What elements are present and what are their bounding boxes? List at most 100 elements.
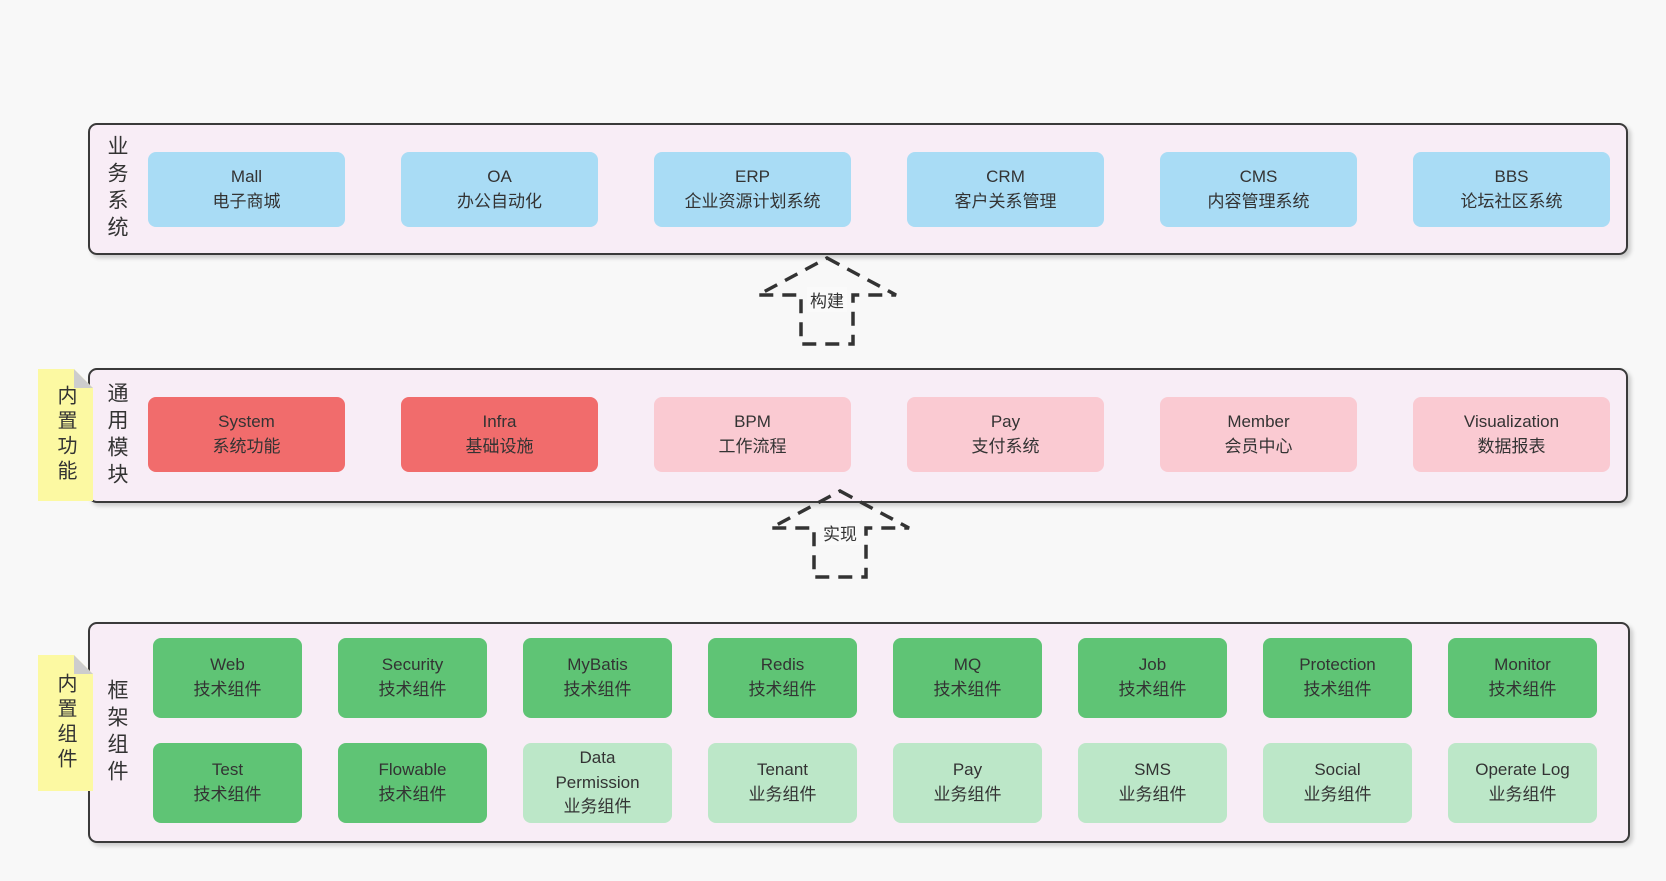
box-bbs: BBS 论坛社区系统 (1413, 152, 1610, 227)
box-sms: SMS 业务组件 (1078, 743, 1227, 823)
box-crm: CRM 客户关系管理 (907, 152, 1104, 227)
arrow-build: 构建 (752, 255, 902, 347)
up-arrow-icon (757, 256, 897, 346)
box-title: Flowable (378, 760, 447, 780)
box-oa: OA 办公自动化 (401, 152, 598, 227)
box-subtitle: 技术组件 (378, 785, 447, 804)
box-subtitle: 数据报表 (1477, 436, 1546, 456)
arrow-build-label: 构建 (807, 287, 847, 312)
box-title: Pay (952, 760, 983, 780)
common-modules-panel: 内置功能 通用模块 System 系统功能 Infra 基础设施 BPM 工作流… (88, 368, 1628, 503)
framework-components-panel: 内置组件 框架组件 Web 技术组件 Security 技术组件 MyBatis… (88, 622, 1630, 843)
box-title: Operate Log (1475, 760, 1570, 780)
box-title: Test (211, 760, 244, 780)
box-title: SMS (1134, 760, 1171, 780)
box-title: Data Permission (555, 748, 640, 792)
box-subtitle: 客户关系管理 (954, 191, 1057, 211)
box-subtitle: 业务组件 (1303, 785, 1372, 804)
folded-corner-icon (74, 369, 93, 388)
box-title: System (218, 411, 275, 431)
box-subtitle: 内容管理系统 (1207, 191, 1310, 211)
box-member: Member 会员中心 (1160, 397, 1357, 472)
box-subtitle: 技术组件 (563, 680, 632, 699)
box-mybatis: MyBatis 技术组件 (523, 638, 672, 718)
box-subtitle: 业务组件 (1118, 785, 1187, 804)
box-data-permission: Data Permission 业务组件 (523, 743, 672, 823)
components-row-1: Web 技术组件 Security 技术组件 MyBatis 技术组件 Redi… (153, 638, 1597, 718)
components-row-2: Test 技术组件 Flowable 技术组件 Data Permission … (153, 743, 1597, 823)
box-title: MyBatis (567, 655, 628, 675)
arrow-implement: 实现 (765, 488, 915, 580)
box-subtitle: 技术组件 (193, 785, 262, 804)
box-title: Monitor (1494, 655, 1551, 675)
box-erp: ERP 企业资源计划系统 (654, 152, 851, 227)
box-web: Web 技术组件 (153, 638, 302, 718)
box-subtitle: 技术组件 (1303, 680, 1372, 699)
box-security: Security 技术组件 (338, 638, 487, 718)
box-subtitle: 技术组件 (1488, 680, 1557, 699)
box-title: MQ (953, 655, 982, 675)
modules-boxes-row: System 系统功能 Infra 基础设施 BPM 工作流程 Pay 支付系统… (148, 397, 1610, 472)
business-panel-label: 业务系统 (105, 135, 128, 243)
box-title: CMS (1239, 166, 1278, 186)
box-subtitle: 会员中心 (1224, 436, 1293, 456)
box-title: Member (1227, 411, 1290, 431)
business-systems-panel: 业务系统 Mall 电子商城 OA 办公自动化 ERP 企业资源计划系统 CRM… (88, 123, 1628, 255)
box-bpm: BPM 工作流程 (654, 397, 851, 472)
box-title: Visualization (1463, 411, 1560, 431)
box-subtitle: 系统功能 (212, 436, 281, 456)
box-tenant: Tenant 业务组件 (708, 743, 857, 823)
box-infra: Infra 基础设施 (401, 397, 598, 472)
box-title: OA (487, 166, 512, 186)
box-title: Web (210, 655, 245, 675)
box-title: BBS (1494, 166, 1529, 186)
box-pay-system: Pay 支付系统 (907, 397, 1104, 472)
box-pay-component: Pay 业务组件 (893, 743, 1042, 823)
box-title: Tenant (756, 760, 809, 780)
box-subtitle: 工作流程 (718, 436, 787, 456)
box-subtitle: 技术组件 (748, 680, 817, 699)
box-title: Infra (482, 411, 517, 431)
box-mq: MQ 技术组件 (893, 638, 1042, 718)
box-title: ERP (735, 166, 770, 186)
components-panel-label: 框架组件 (105, 678, 128, 787)
box-flowable: Flowable 技术组件 (338, 743, 487, 823)
box-subtitle: 支付系统 (971, 436, 1040, 456)
box-redis: Redis 技术组件 (708, 638, 857, 718)
box-subtitle: 业务组件 (933, 785, 1002, 804)
box-subtitle: 办公自动化 (457, 191, 542, 211)
box-mall: Mall 电子商城 (148, 152, 345, 227)
business-boxes-row: Mall 电子商城 OA 办公自动化 ERP 企业资源计划系统 CRM 客户关系… (148, 152, 1610, 227)
builtin-components-sticky: 内置组件 (38, 655, 93, 791)
box-title: BPM (734, 411, 771, 431)
box-subtitle: 企业资源计划系统 (684, 191, 821, 211)
box-social: Social 业务组件 (1263, 743, 1412, 823)
box-subtitle: 基础设施 (465, 436, 534, 456)
box-title: Social (1314, 760, 1361, 780)
box-job: Job 技术组件 (1078, 638, 1227, 718)
box-title: Security (381, 655, 444, 675)
up-arrow-icon (770, 489, 910, 579)
box-test: Test 技术组件 (153, 743, 302, 823)
box-subtitle: 业务组件 (1488, 785, 1557, 804)
box-title: CRM (986, 166, 1025, 186)
sticky-label: 内置组件 (54, 673, 76, 773)
box-title: Job (1138, 655, 1167, 675)
box-subtitle: 技术组件 (378, 680, 447, 699)
box-system: System 系统功能 (148, 397, 345, 472)
box-visualization: Visualization 数据报表 (1413, 397, 1610, 472)
box-subtitle: 技术组件 (933, 680, 1002, 699)
box-title: Mall (230, 166, 263, 186)
sticky-label: 内置功能 (54, 385, 76, 485)
builtin-features-sticky: 内置功能 (38, 369, 93, 501)
box-title: Redis (760, 655, 805, 675)
box-monitor: Monitor 技术组件 (1448, 638, 1597, 718)
box-subtitle: 技术组件 (1118, 680, 1187, 699)
folded-corner-icon (74, 655, 93, 674)
arrow-implement-label: 实现 (820, 520, 860, 545)
box-subtitle: 业务组件 (563, 797, 632, 817)
box-title: Protection (1299, 655, 1376, 675)
box-operate-log: Operate Log 业务组件 (1448, 743, 1597, 823)
box-protection: Protection 技术组件 (1263, 638, 1412, 718)
